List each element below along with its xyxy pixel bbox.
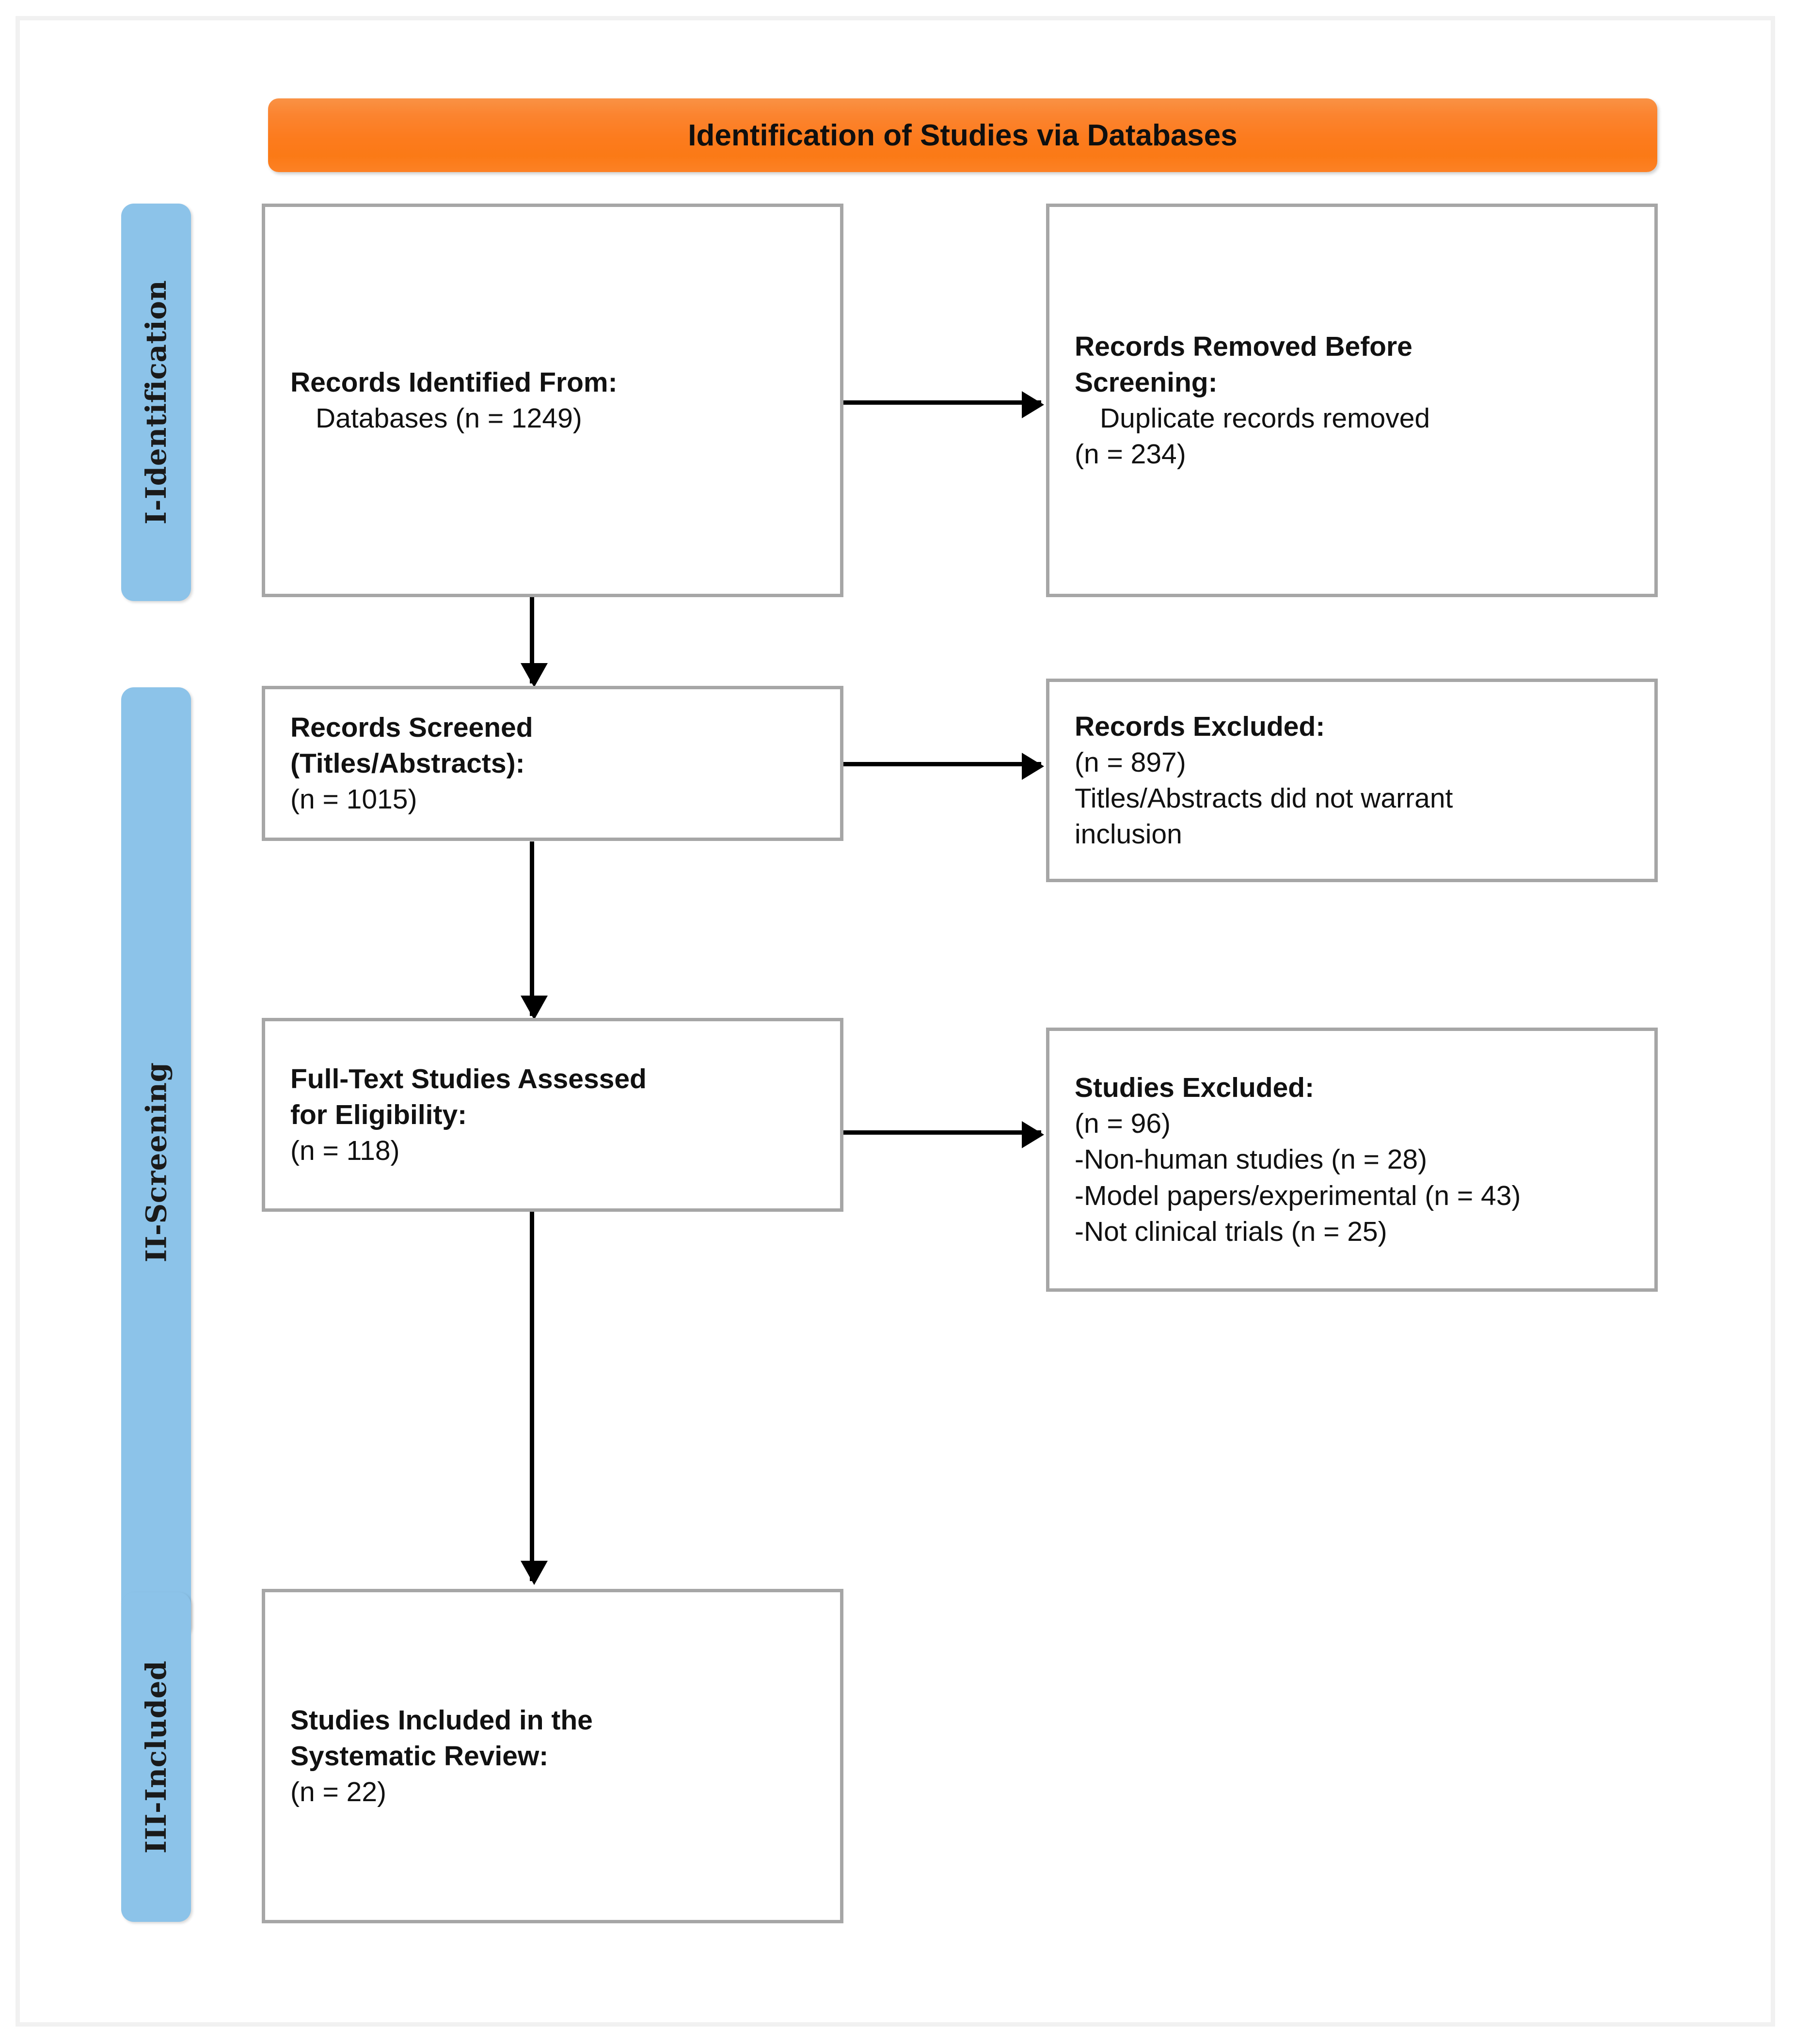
stage-label-identification: I-Identification <box>140 280 173 525</box>
full-text-assessed-line-3: (n = 118) <box>290 1135 400 1167</box>
records-excluded-line-4: inclusion <box>1075 819 1182 850</box>
stage-label-included: III-Included <box>140 1660 173 1854</box>
arrow-fulltext-to-included <box>521 1212 548 1585</box>
box-studies-excluded: Studies Excluded: (n = 96) -Non-human st… <box>1046 1028 1658 1292</box>
arrow-identified-to-screened <box>521 597 548 687</box>
arrow-screened-to-fulltext <box>521 841 548 1020</box>
box-studies-included: Studies Included in the Systematic Revie… <box>262 1589 843 1923</box>
stage-bar-included: III-Included <box>121 1592 191 1922</box>
records-removed-line-1: Records Removed Before <box>1075 331 1412 362</box>
records-removed-line-3: Duplicate records removed <box>1100 403 1430 434</box>
records-screened-line-1: Records Screened <box>290 712 533 743</box>
box-records-screened: Records Screened (Titles/Abstracts): (n … <box>262 686 843 841</box>
box-full-text-assessed: Full-Text Studies Assessed for Eligibili… <box>262 1018 843 1212</box>
records-removed-line-2: Screening: <box>1075 366 1218 398</box>
studies-excluded-reason-3: -Not clinical trials (n = 25) <box>1075 1216 1387 1247</box>
full-text-assessed-line-2: for Eligibility: <box>290 1099 467 1130</box>
stage-label-screening: II-Screening <box>140 1062 173 1263</box>
full-text-assessed-line-1: Full-Text Studies Assessed <box>290 1063 647 1094</box>
stage-bar-identification: I-Identification <box>121 204 191 601</box>
studies-included-line-2: Systematic Review: <box>290 1740 549 1772</box>
records-excluded-line-2: (n = 897) <box>1075 746 1186 778</box>
studies-included-line-3: (n = 22) <box>290 1776 387 1808</box>
records-screened-line-2: (Titles/Abstracts): <box>290 747 525 779</box>
diagram-header-banner: Identification of Studies via Databases <box>268 98 1657 172</box>
stage-bar-screening: II-Screening <box>121 687 191 1637</box>
studies-included-line-1: Studies Included in the <box>290 1704 593 1736</box>
arrow-fulltext-to-studies-excluded <box>843 1121 1044 1148</box>
studies-excluded-line-1: Studies Excluded: <box>1075 1072 1315 1104</box>
box-records-excluded: Records Excluded: (n = 897) Titles/Abstr… <box>1046 679 1658 882</box>
records-excluded-line-3: Titles/Abstracts did not warrant <box>1075 783 1453 814</box>
records-excluded-line-1: Records Excluded: <box>1075 711 1325 742</box>
diagram-title: Identification of Studies via Databases <box>688 118 1238 152</box>
box-records-identified: Records Identified From: Databases (n = … <box>262 204 843 597</box>
records-screened-line-3: (n = 1015) <box>290 784 417 815</box>
records-removed-line-4: (n = 234) <box>1075 439 1186 470</box>
studies-excluded-line-2: (n = 96) <box>1075 1108 1171 1140</box>
arrow-identified-to-removed <box>843 391 1044 418</box>
studies-excluded-reason-2: -Model papers/experimental (n = 43) <box>1075 1180 1521 1211</box>
studies-excluded-reason-1: -Non-human studies (n = 28) <box>1075 1144 1428 1175</box>
box-records-removed: Records Removed Before Screening: Duplic… <box>1046 204 1658 597</box>
arrow-screened-to-excluded <box>843 753 1044 780</box>
records-identified-line-1: Records Identified From: <box>290 366 618 398</box>
records-identified-line-2: Databases (n = 1249) <box>316 403 582 434</box>
